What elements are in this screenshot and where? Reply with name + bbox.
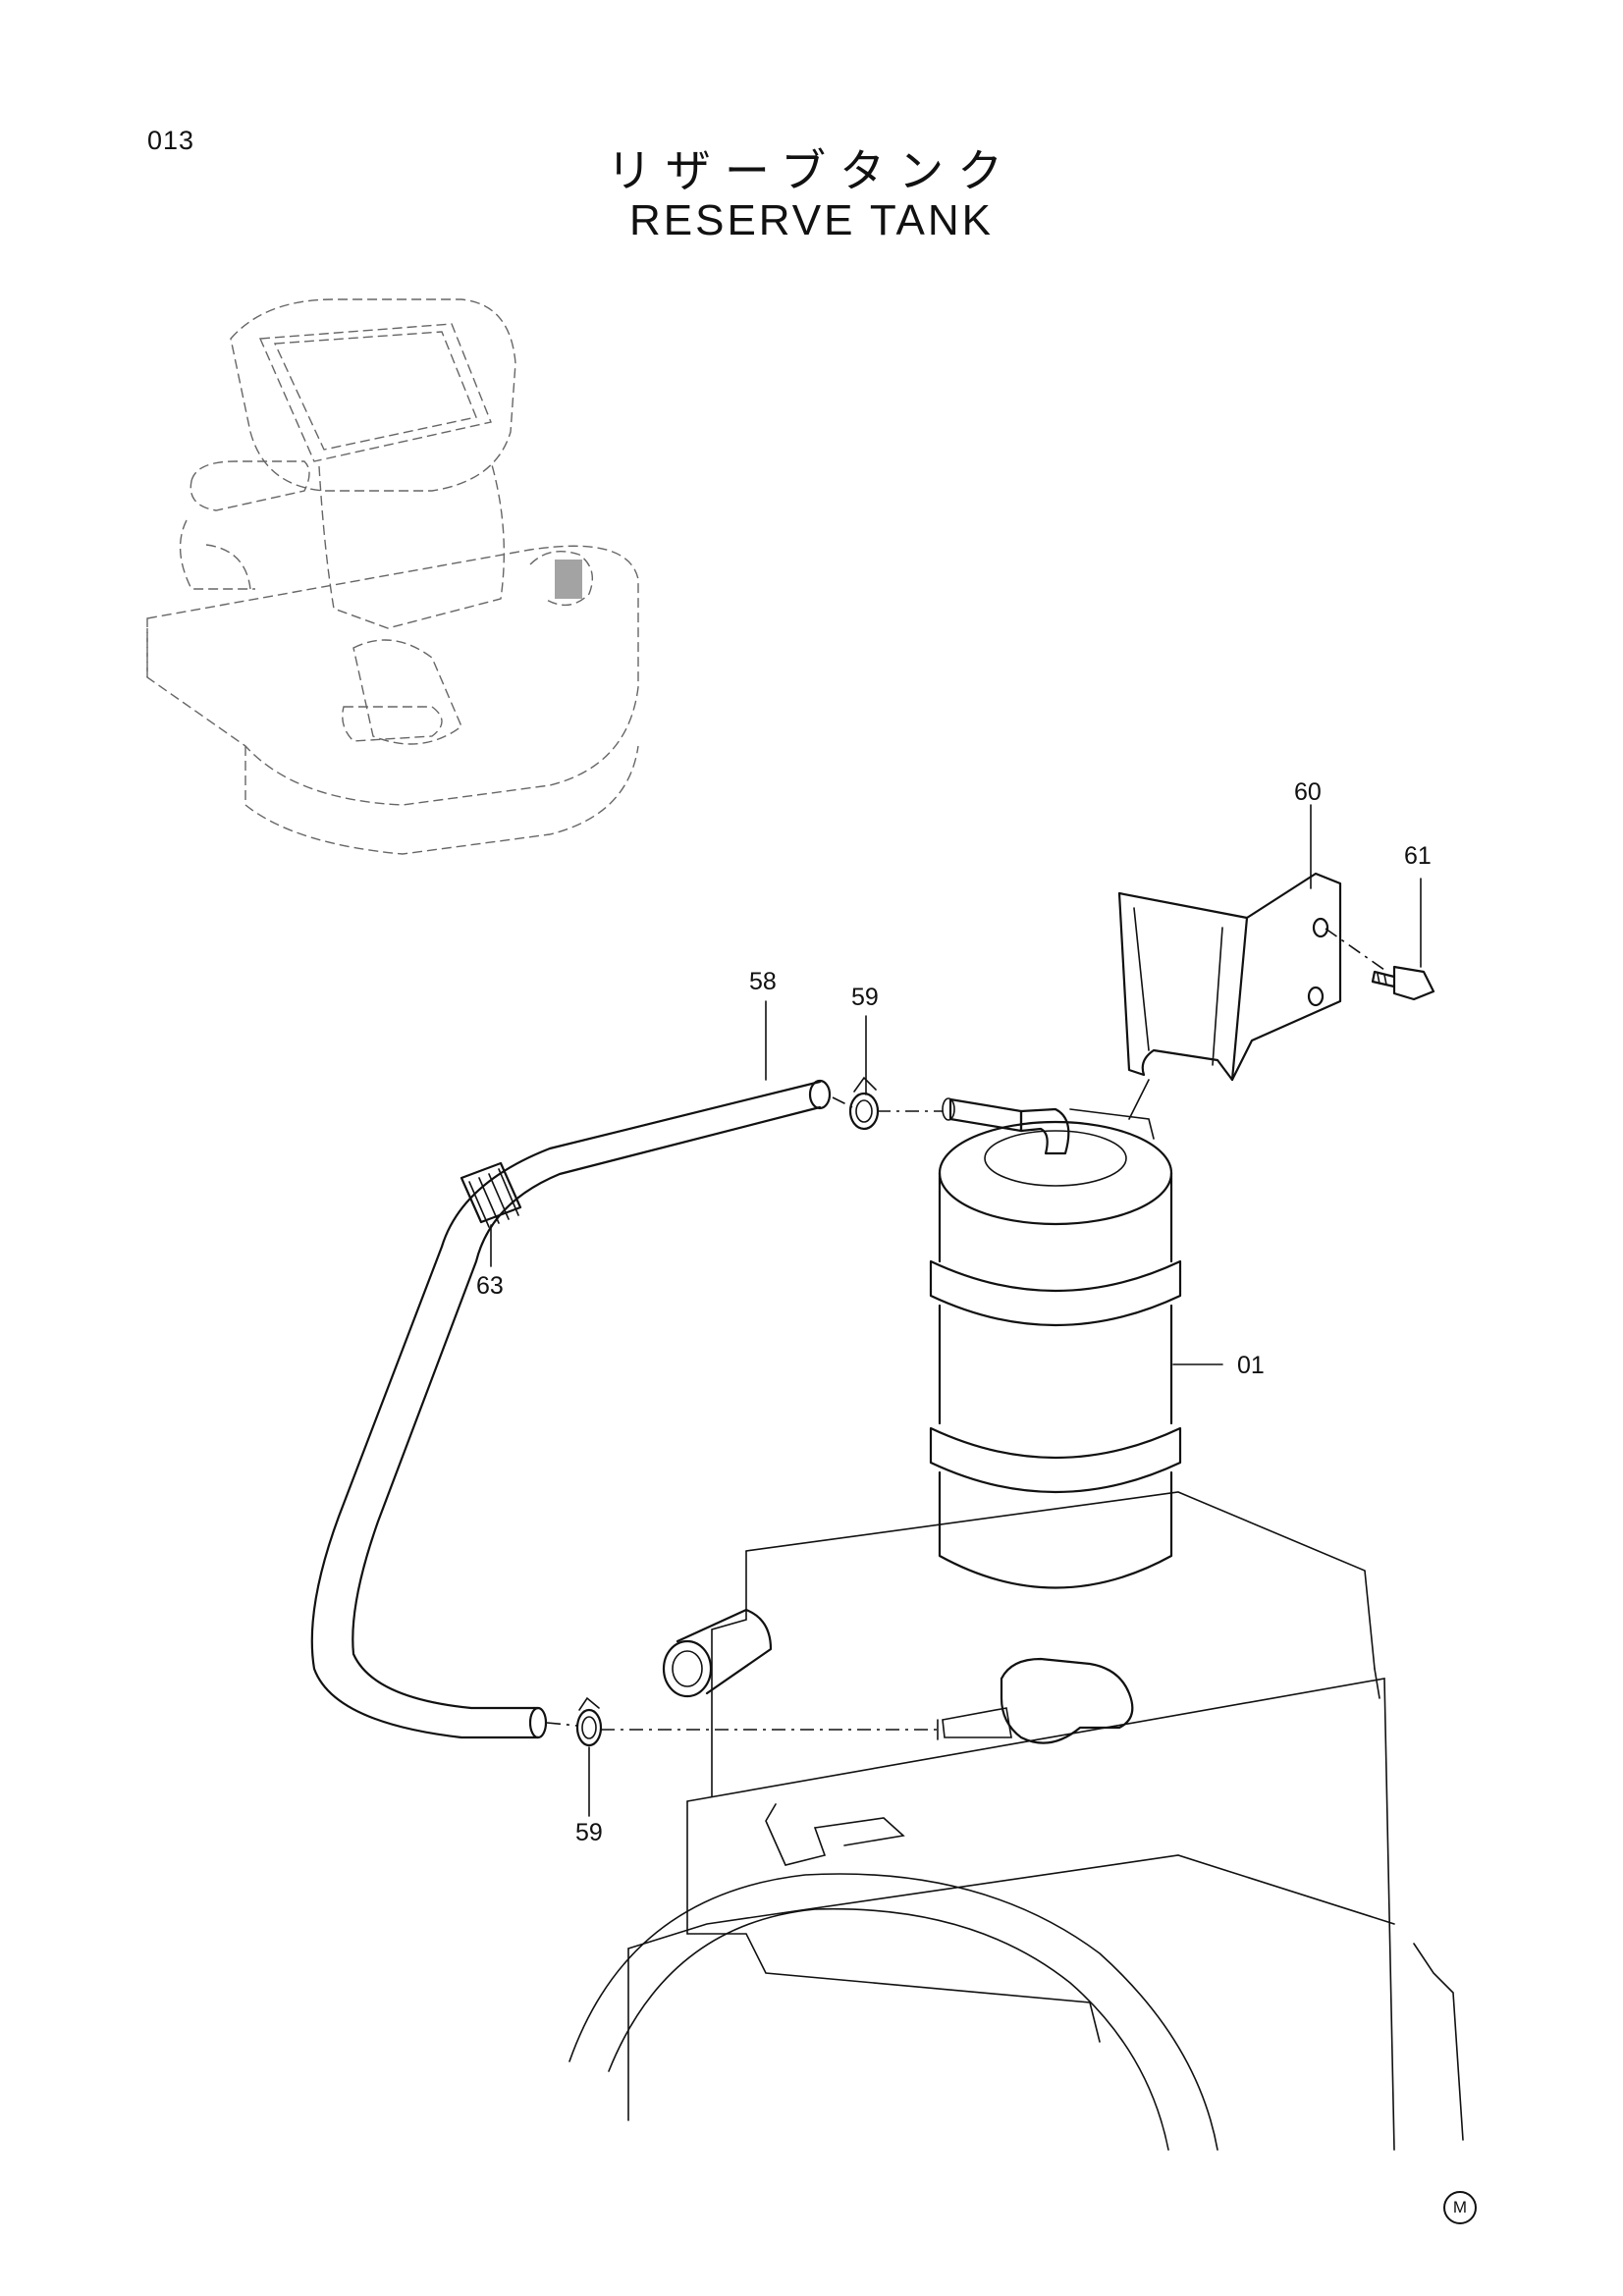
callout-01: 01 bbox=[1237, 1352, 1265, 1379]
callout-58: 58 bbox=[749, 968, 777, 995]
bracket-60 bbox=[1117, 872, 1342, 1120]
hose-58 bbox=[310, 1079, 832, 1739]
machine-overview-sketch bbox=[146, 298, 639, 855]
title-japanese: リザーブタンク bbox=[606, 144, 1017, 197]
callout-59-bottom: 59 bbox=[575, 1819, 603, 1846]
footer-mark: M bbox=[1443, 2191, 1477, 2224]
title-english: RESERVE TANK bbox=[628, 196, 994, 244]
leader-lines bbox=[490, 804, 1422, 1817]
reserve-tank-01 bbox=[929, 1097, 1182, 1589]
assembly-centerlines bbox=[546, 928, 1385, 1731]
clamp-59-bottom bbox=[575, 1696, 603, 1747]
bolt-61 bbox=[1371, 965, 1435, 1001]
callout-61: 61 bbox=[1404, 842, 1432, 870]
page-number: 013 bbox=[147, 126, 195, 155]
callout-63: 63 bbox=[476, 1272, 504, 1300]
radiator-sketch bbox=[568, 1491, 1464, 2151]
callout-59-top: 59 bbox=[851, 984, 879, 1011]
clamp-59-top bbox=[848, 1076, 880, 1131]
callout-60: 60 bbox=[1294, 778, 1322, 806]
